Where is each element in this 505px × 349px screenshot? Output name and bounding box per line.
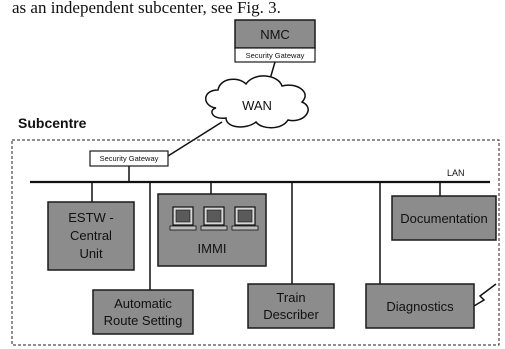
lan-label: LAN — [447, 168, 465, 178]
estw-label-line-2: Central — [70, 228, 112, 243]
automatic-route-setting-box — [92, 289, 194, 335]
train-describer-label-line-1: Train — [276, 290, 305, 305]
immi-label: IMMI — [198, 241, 227, 256]
subcentre-security-gateway-label: Security Gateway — [100, 154, 159, 163]
nmc-label: NMC — [260, 27, 290, 42]
subcentre-boundary — [11, 139, 500, 346]
workstation-icon — [231, 206, 259, 231]
nmc-box — [234, 19, 316, 49]
estw-label-line-1: ESTW - — [68, 210, 114, 225]
workstation-icon — [169, 206, 197, 231]
estw-central-unit-box — [47, 201, 135, 271]
wan-gateway-link — [167, 121, 223, 157]
ars-label-line-1: Automatic — [114, 296, 172, 311]
nmc-security-gateway-label: Security Gateway — [246, 51, 305, 60]
workstation-icon — [200, 206, 228, 231]
wan-cloud — [205, 75, 309, 129]
subcentre-title: Subcentre — [18, 115, 87, 131]
diagnostics-label: Diagnostics — [386, 299, 454, 314]
train-describer-label-line-2: Describer — [263, 307, 319, 322]
caption-fragment: as an independent subcenter, see Fig. 3. — [12, 0, 281, 17]
documentation-box — [391, 195, 497, 241]
remote-link-zigzag — [473, 283, 497, 307]
train-describer-box — [247, 283, 335, 329]
documentation-label: Documentation — [400, 211, 487, 226]
ars-label-line-2: Route Setting — [104, 313, 183, 328]
wan-label: WAN — [242, 98, 272, 113]
estw-label-line-3: Unit — [79, 246, 103, 261]
diagnostics-box — [365, 283, 475, 329]
